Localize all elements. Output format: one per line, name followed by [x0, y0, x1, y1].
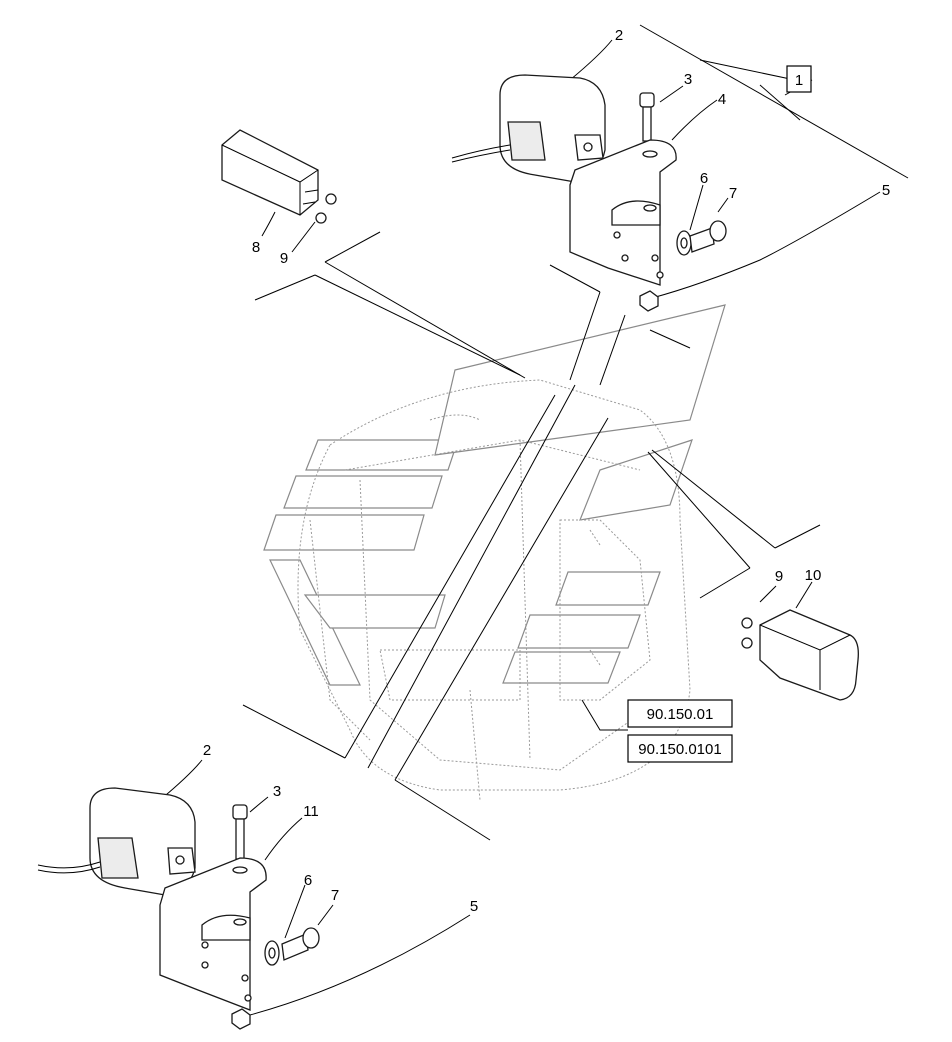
bolt-icon	[232, 804, 248, 860]
reference-text-2[interactable]: 90.150.0101	[638, 741, 721, 758]
nut-icon	[231, 1008, 251, 1030]
callout-top-4: 4	[718, 91, 726, 108]
reference-box-2[interactable]: 90.150.0101	[627, 734, 733, 763]
callout-top-5: 5	[882, 182, 890, 199]
callout-bot-11: 11	[303, 803, 319, 820]
bracket-icon	[569, 139, 677, 286]
washer-icon	[676, 230, 692, 256]
bracket-icon	[159, 857, 267, 1011]
callout-left-9: 9	[280, 250, 288, 267]
leader-lines	[159, 24, 909, 1016]
relay-icon	[741, 609, 859, 701]
warning-lamp-icon	[37, 787, 196, 896]
callout-top-7: 7	[729, 185, 737, 202]
callout-top-3: 3	[684, 71, 692, 88]
callout-left-8: 8	[252, 239, 260, 256]
callout-bot-5: 5	[470, 898, 478, 915]
warning-lamp-icon	[451, 74, 606, 183]
washer-icon	[264, 940, 280, 966]
bolt-icon	[281, 927, 320, 961]
nut-icon	[639, 290, 659, 312]
callout-labels: 2 3 4 6 7 5 8 9 9 10 2 3 11 6 7 5	[203, 27, 890, 915]
reference-text-1[interactable]: 90.150.01	[647, 706, 714, 723]
group-callout: 1	[786, 65, 812, 93]
callout-bot-6: 6	[304, 872, 312, 889]
bolt-icon	[639, 92, 655, 142]
bolt-icon	[689, 220, 727, 253]
reference-box-1[interactable]: 90.150.01	[627, 699, 733, 728]
callout-right-9: 9	[775, 568, 783, 585]
callout-bot-2: 2	[203, 742, 211, 759]
watermark-logo	[263, 304, 726, 686]
relay-icon	[221, 129, 337, 224]
callout-top-2: 2	[615, 27, 623, 44]
callout-top-6: 6	[700, 170, 708, 187]
group-label: 1	[795, 72, 803, 89]
callout-right-10: 10	[805, 567, 822, 584]
callout-bot-3: 3	[273, 783, 281, 800]
cab-outline-icon	[297, 379, 691, 801]
callout-bot-7: 7	[331, 887, 339, 904]
